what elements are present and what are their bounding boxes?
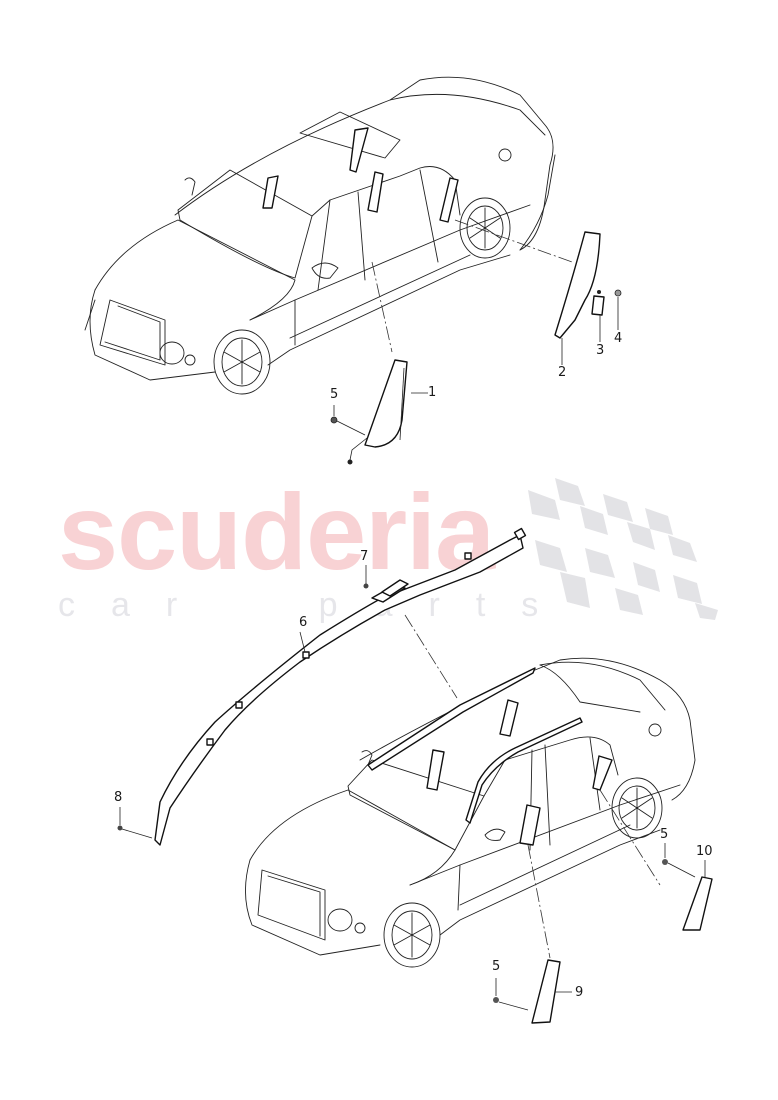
watermark-brand: scuderia [58,471,495,592]
callout-8: 8 [114,790,123,805]
part-5-screw-icon [493,997,499,1003]
part-1-side-airbag [347,359,408,465]
callout-1: 1 [428,385,437,400]
part-5-screw-icon [330,416,338,424]
upper-car-airbag-markers [262,127,459,223]
part-2-side-airbag [554,231,601,339]
part-10-airbag-module [682,876,713,931]
part-6-curtain-airbag [154,527,527,846]
part-9-airbag-module [531,959,561,1024]
watermark-tagline: car parts [58,586,575,624]
callout-10: 10 [696,844,713,859]
upper-car-illustration [84,76,556,395]
lower-leader-lines [495,789,706,1011]
callout-2: 2 [558,365,567,380]
upper-leader-lines [333,219,619,436]
part-5-screw-icon [662,859,668,865]
callout-5: 5 [660,827,669,842]
part-4-nut-icon [614,289,622,297]
callout-5: 5 [330,387,339,402]
callout-5: 5 [492,959,501,974]
callout-7: 7 [360,549,369,564]
lower-car-airbag-markers [367,667,613,846]
part-3-bracket [591,290,605,316]
callout-9: 9 [575,985,584,1000]
checkered-flag-watermark-icon [528,478,718,620]
callout-6: 6 [299,615,308,630]
callout-3: 3 [596,343,605,358]
part-8-screw-icon [117,825,123,831]
callout-4: 4 [614,331,623,346]
